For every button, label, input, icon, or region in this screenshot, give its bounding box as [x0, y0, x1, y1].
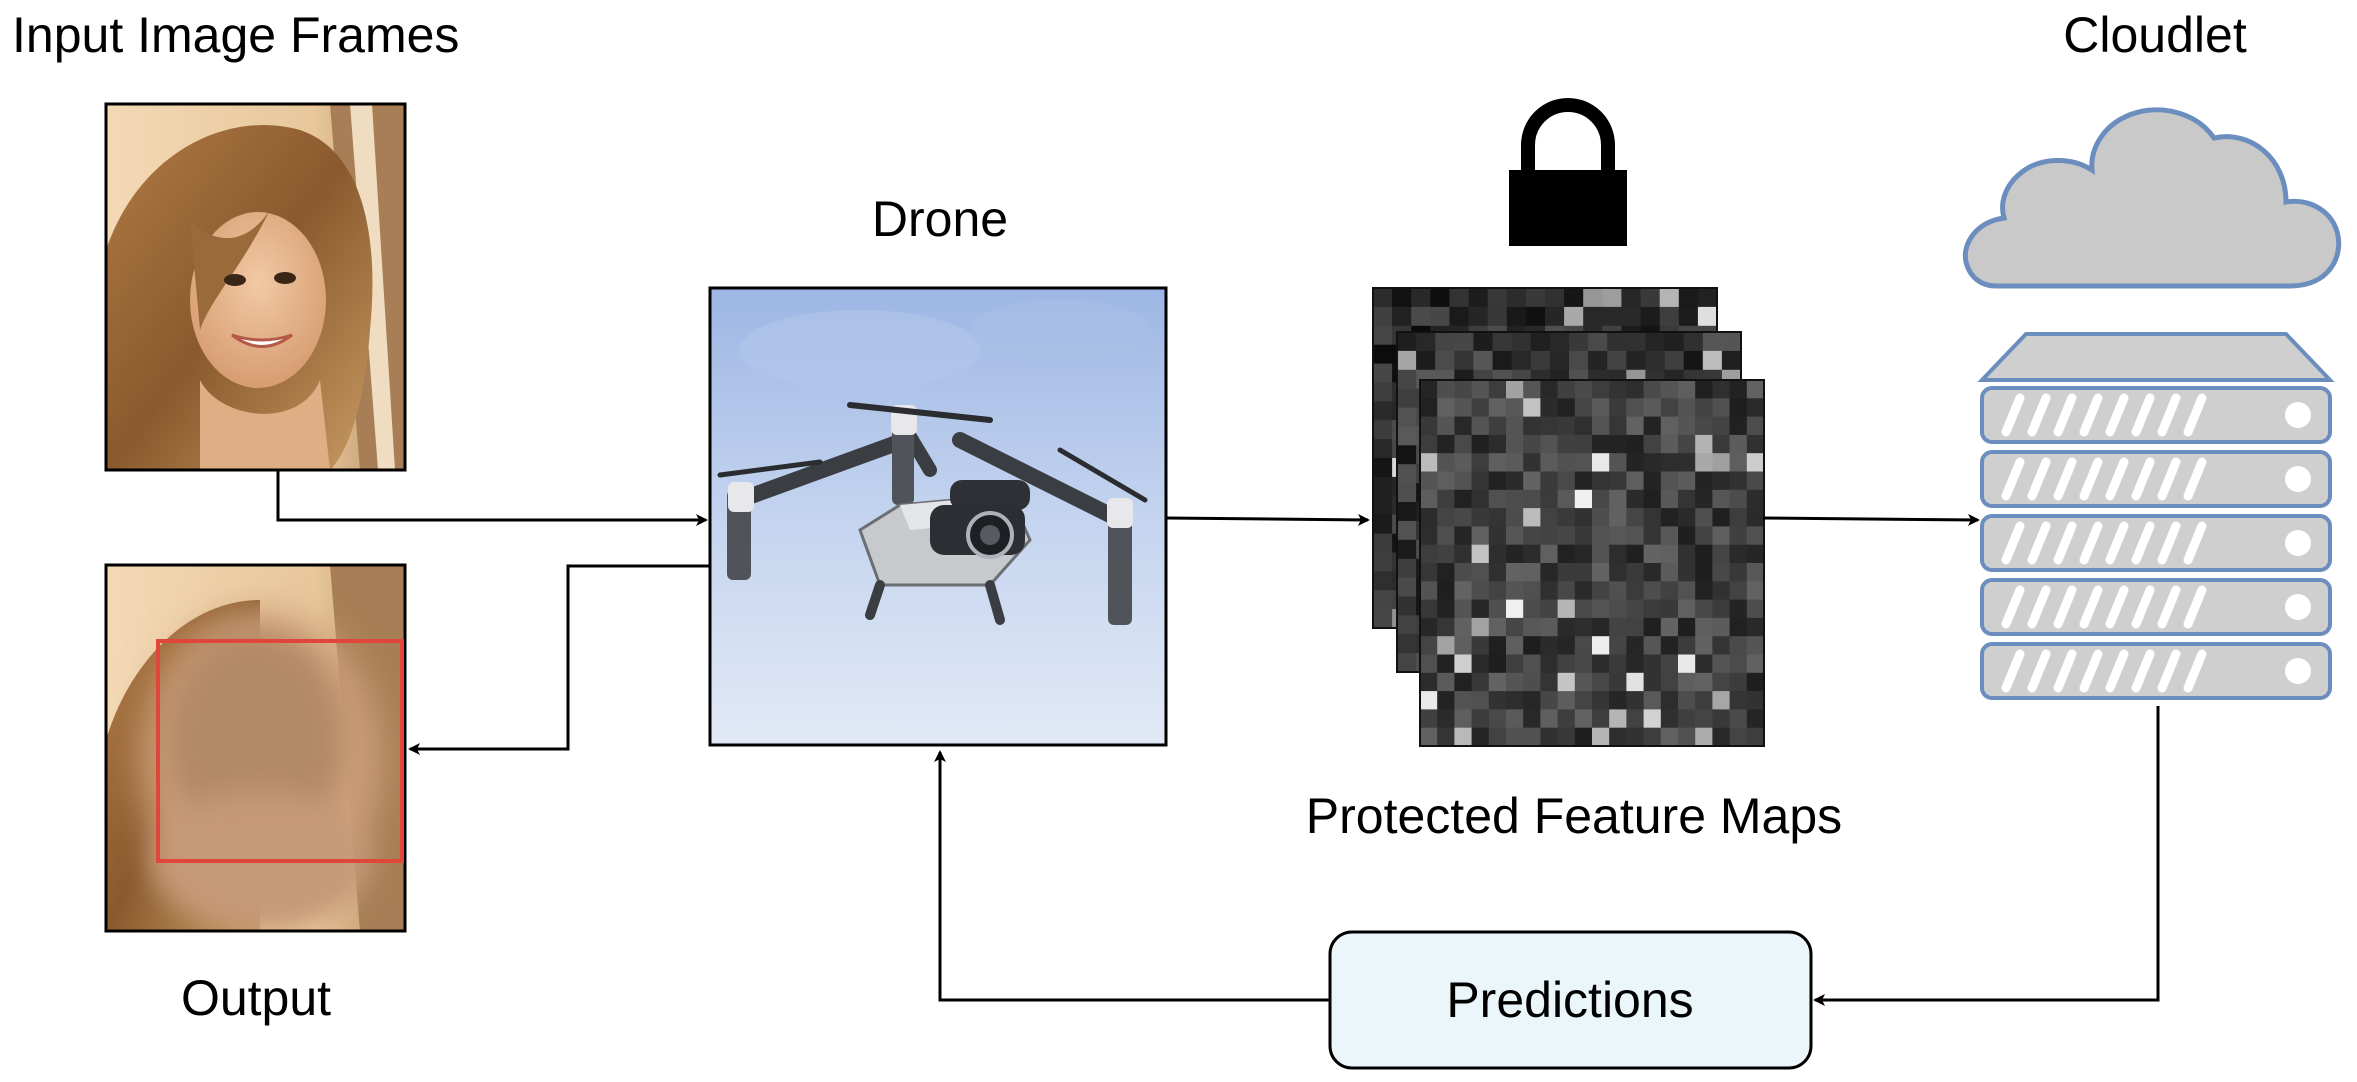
lock-icon — [1509, 98, 1627, 246]
output-label: Output — [181, 970, 331, 1026]
input-to-drone-arrow — [276, 470, 708, 526]
drone-to-output-arrow — [408, 564, 710, 755]
drone-image — [710, 288, 1166, 745]
face-image — [106, 104, 405, 470]
features-to-cloudlet-arrow — [1762, 513, 1980, 526]
input-frames-label: Input Image Frames — [12, 7, 459, 63]
drone-to-features-arrow — [1165, 513, 1370, 526]
drone-image-frame — [708, 286, 1168, 747]
server-rack-icon — [1977, 332, 2335, 700]
feature-map-stack — [1372, 287, 1765, 747]
protected-maps-label: Protected Feature Maps — [1306, 788, 1842, 844]
detection-box — [156, 639, 404, 863]
cloud-icon — [1962, 107, 2342, 289]
predictions-label: Predictions — [1446, 972, 1693, 1028]
drone-label: Drone — [872, 191, 1008, 247]
predictions-to-drone-arrow — [934, 750, 1330, 1002]
cloudlet-label: Cloudlet — [2063, 7, 2247, 63]
blurred-face-image — [106, 565, 405, 931]
cloudlet-to-predictions-arrow — [1813, 706, 2160, 1006]
input-image-frame — [104, 102, 407, 472]
feature-map-image — [1419, 379, 1765, 747]
output-image-frame — [104, 563, 407, 933]
